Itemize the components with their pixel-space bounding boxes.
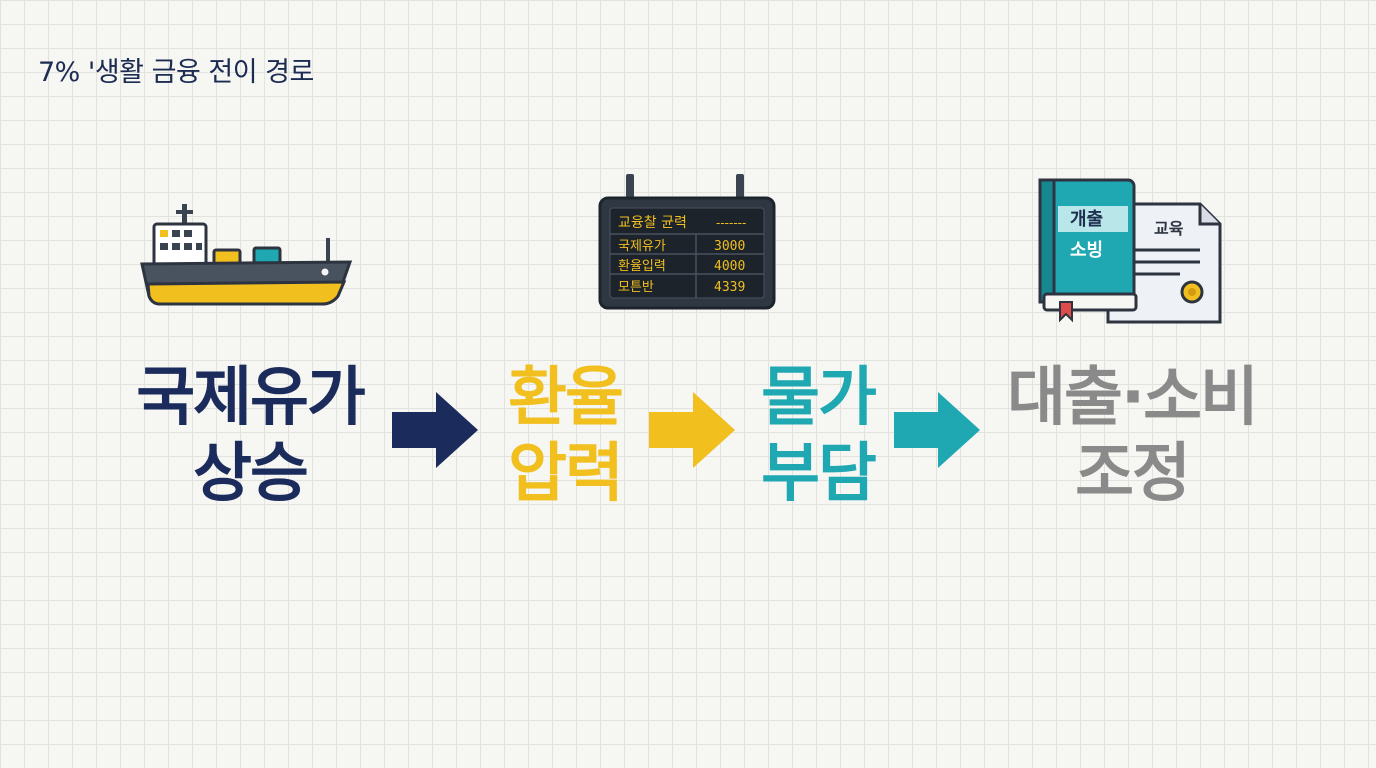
book-certificate-icon: 교육 개출 소빙 xyxy=(1030,172,1236,332)
board-header-dash: ------- xyxy=(716,216,746,230)
step-loans-consumption: 대출·소비 조정 xyxy=(982,360,1282,512)
page-title: 7% '생활 금융 전이 경로 xyxy=(38,57,314,88)
arrow-right-icon xyxy=(894,392,984,472)
step-line-1: 물가 xyxy=(761,361,877,435)
arrow-right-icon xyxy=(649,392,739,472)
step-line-1: 대출·소비 xyxy=(1007,361,1259,435)
step-line-2: 조정 xyxy=(1075,437,1191,511)
book-label-1: 개출 xyxy=(1070,209,1103,230)
exchange-board-icon: 교융찰 균력 ------- 국제유가 3000 환율입력 4000 모튼반 4… xyxy=(596,170,780,316)
board-row-label: 모튼반 xyxy=(618,280,654,295)
board-row-value: 4000 xyxy=(714,259,745,274)
step-line-1: 환율 xyxy=(508,361,624,435)
board-row-value: 4339 xyxy=(714,280,745,295)
board-header: 교융찰 균력 xyxy=(618,215,687,231)
step-prices: 물가 부담 xyxy=(668,360,968,512)
board-row-value: 3000 xyxy=(714,239,745,254)
board-row-label: 국제유가 xyxy=(618,239,666,254)
step-line-2: 부담 xyxy=(761,437,877,511)
step-exchange-rate: 환율 압력 xyxy=(415,360,715,512)
board-row-label: 환율입력 xyxy=(618,259,666,274)
book-label-2: 소빙 xyxy=(1070,240,1103,261)
step-oil-price: 국제유가 상승 xyxy=(100,360,400,512)
step-line-2: 압력 xyxy=(508,437,624,511)
step-line-1: 국제유가 xyxy=(136,361,366,435)
arrow-right-icon xyxy=(392,392,482,472)
tanker-ship-icon xyxy=(132,198,362,318)
step-line-2: 상승 xyxy=(193,437,309,511)
certificate-label: 교육 xyxy=(1154,219,1184,238)
